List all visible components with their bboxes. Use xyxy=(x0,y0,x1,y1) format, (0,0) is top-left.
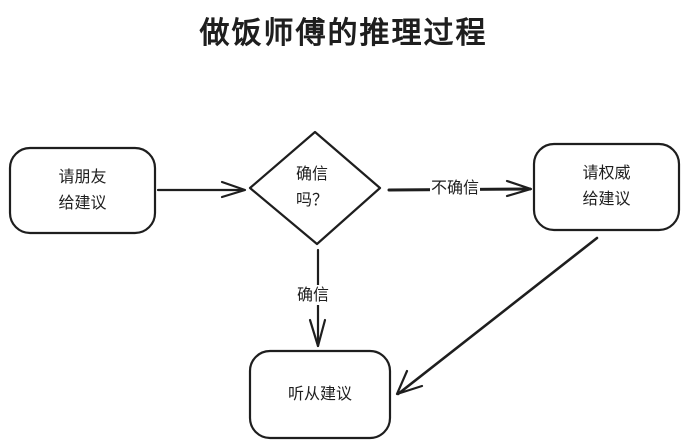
edge-friend-to-decision xyxy=(156,180,247,199)
edge-authority-to-follow xyxy=(395,236,599,396)
label-ask-authority: 请权威 给建议 xyxy=(582,163,631,208)
label-follow-advice: 听从建议 xyxy=(287,384,352,403)
label-decision: 确信 吗？ xyxy=(296,164,329,209)
node-ask-authority[interactable] xyxy=(532,142,681,232)
node-decision[interactable] xyxy=(248,130,382,246)
label-ask-friend: 请朋友 给建议 xyxy=(58,167,107,212)
node-follow-advice[interactable] xyxy=(248,349,392,440)
node-ask-friend[interactable] xyxy=(8,146,157,235)
diagram-title: 做饭师傅的推理过程 xyxy=(199,16,488,51)
edge-label-sure: 确信 xyxy=(296,285,331,305)
edge-label-not-sure: 不确信 xyxy=(430,178,481,198)
